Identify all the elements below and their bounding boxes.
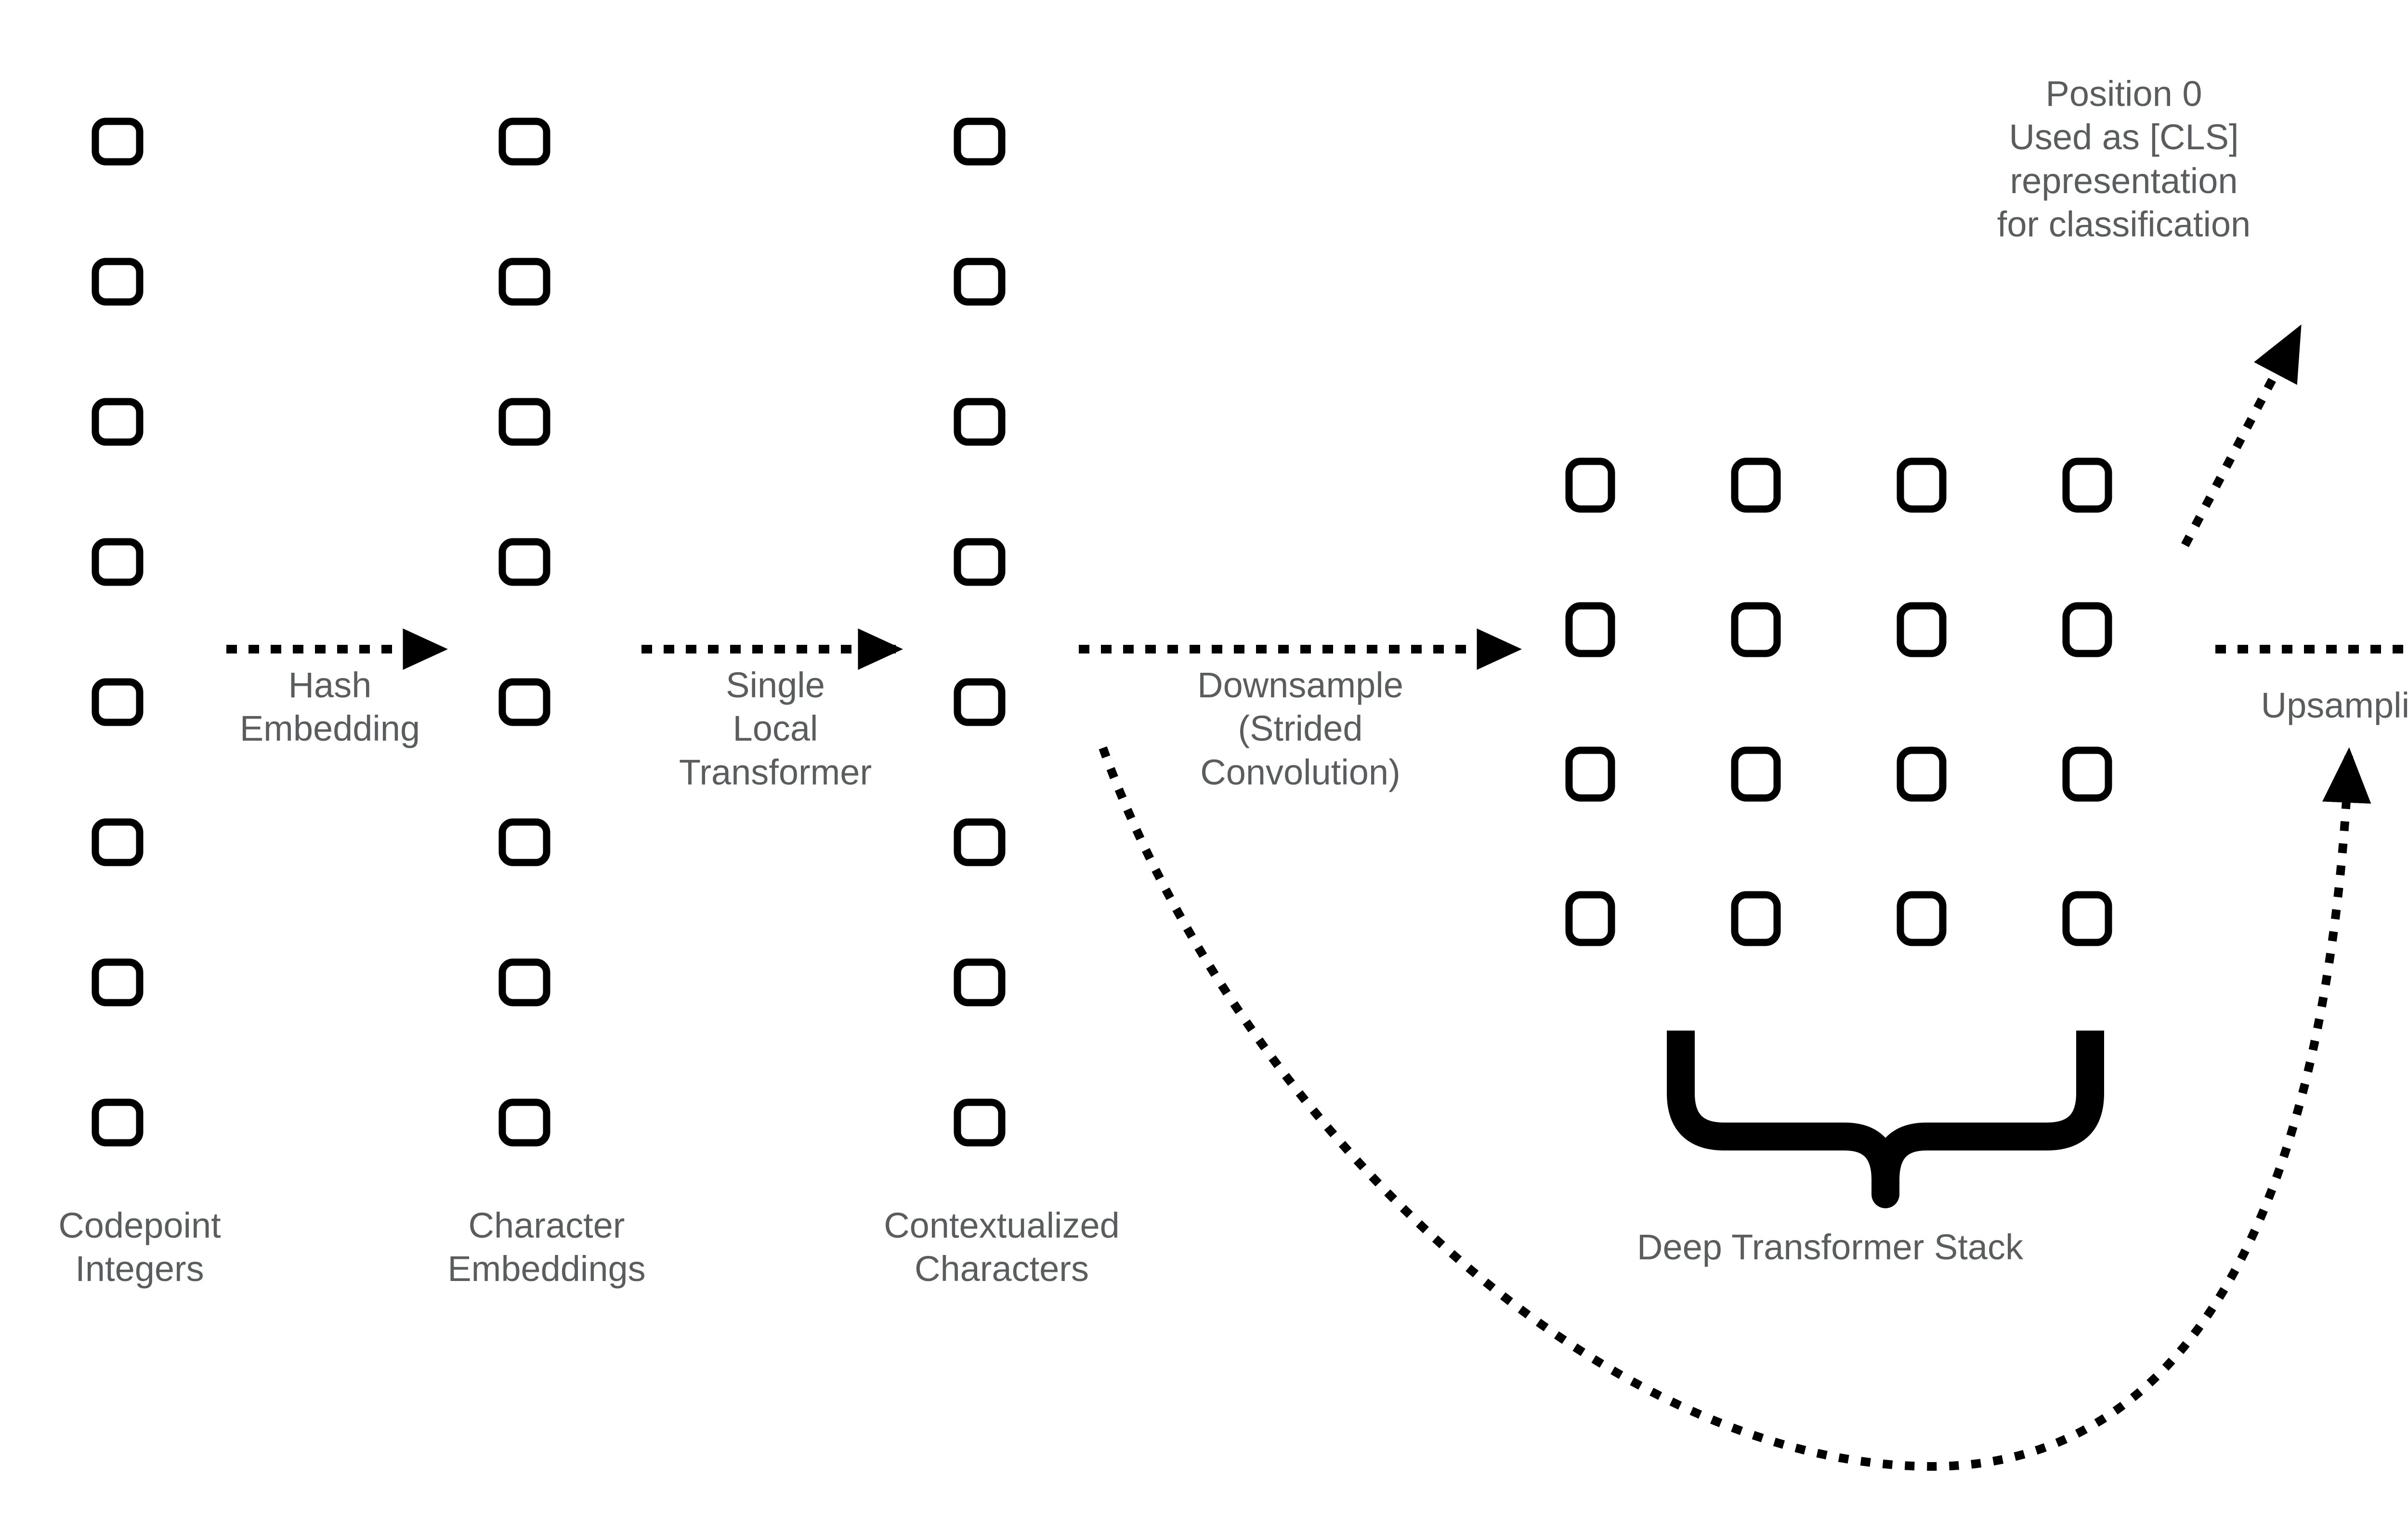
token-box (954, 1098, 1006, 1147)
stack-cell (2062, 746, 2112, 802)
token-box (498, 398, 550, 446)
token-box (498, 118, 550, 166)
token-box (92, 538, 144, 586)
caption-codepoint-integers: Codepoint Integers (58, 1205, 221, 1289)
token-box (498, 538, 550, 586)
token-box (498, 958, 550, 1006)
stack-cell (2062, 891, 2112, 946)
arrow-cls-pointer (2181, 324, 2302, 548)
token-box (92, 118, 144, 166)
column-character-embeddings (498, 118, 550, 1147)
deep-stack-brace-icon (1667, 1031, 2104, 1208)
caption-deep-transformer-stack: Deep Transformer Stack (1637, 1227, 2023, 1267)
token-box (92, 1098, 144, 1147)
token-box (954, 538, 1006, 586)
token-box (954, 818, 1006, 866)
caption-character-embeddings: Character Embeddings (447, 1205, 646, 1289)
label-hash-embedding: Hash Embedding (239, 665, 420, 749)
stack-cell (2062, 602, 2112, 657)
stack-cell (1565, 746, 1615, 802)
token-box (498, 678, 550, 726)
label-upsampling: Upsampling (2261, 685, 2408, 725)
stack-cell (1565, 602, 1615, 657)
stack-cell (1897, 602, 1947, 657)
label-single-local-transformer: Single Local Transformer (679, 665, 872, 792)
stack-cell (1897, 746, 1947, 802)
stack-cell (1731, 746, 1781, 802)
column-contextualized-characters (954, 118, 1006, 1147)
token-box (954, 958, 1006, 1006)
deep-transformer-stack-grid (1565, 457, 2112, 946)
stack-cell (1731, 891, 1781, 946)
token-box (92, 678, 144, 726)
token-box (92, 818, 144, 866)
stack-cell (1565, 891, 1615, 946)
token-box (92, 258, 144, 306)
annotation-cls-note: Position 0 Used as [CLS] representation … (1997, 74, 2251, 244)
label-downsample: Downsample (Strided Convolution) (1197, 665, 1403, 792)
token-box (954, 398, 1006, 446)
stack-cell (1565, 457, 1615, 513)
stack-cell (1731, 602, 1781, 657)
token-box (954, 678, 1006, 726)
token-box (92, 398, 144, 446)
token-box (954, 258, 1006, 306)
token-box (954, 118, 1006, 166)
arrow-residual-skip (1099, 746, 2371, 1471)
stack-cell (2062, 457, 2112, 513)
stack-cell (1731, 457, 1781, 513)
column-codepoint-integers (92, 118, 144, 1147)
token-box (92, 958, 144, 1006)
token-box (498, 1098, 550, 1147)
stack-cell (1897, 891, 1947, 946)
stack-cell (1897, 457, 1947, 513)
token-box (498, 258, 550, 306)
token-box (498, 818, 550, 866)
caption-contextualized-characters: Contextualized Characters (884, 1205, 1120, 1289)
